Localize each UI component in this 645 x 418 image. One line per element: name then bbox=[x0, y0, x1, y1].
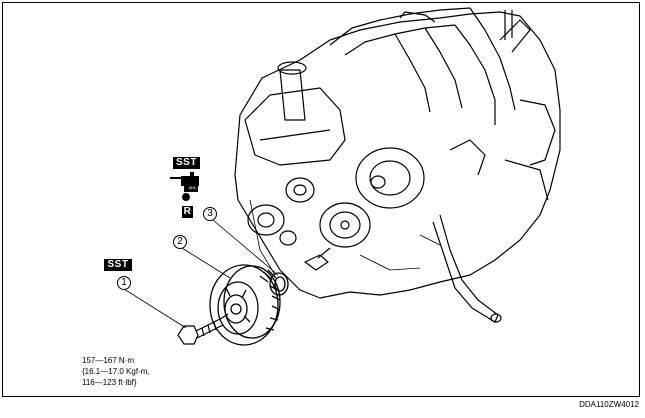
sprocket-housing bbox=[355, 147, 425, 209]
figure-code: DDA110ZW4012 bbox=[579, 400, 639, 409]
sst-tool-icon bbox=[170, 172, 199, 201]
torque-line-1: 157—167 N·m bbox=[82, 356, 135, 365]
pulley-bolt bbox=[177, 325, 199, 345]
oil-label: OIL bbox=[188, 185, 198, 190]
torque-spec: 157—167 N·m {16.1—17.0 Kgf·m, 116—123 ft… bbox=[82, 355, 150, 388]
idler-pulley bbox=[247, 204, 285, 236]
crankshaft-nose bbox=[304, 254, 329, 271]
callout-1: 1 bbox=[117, 276, 131, 290]
oil-filler-cap bbox=[279, 69, 306, 121]
callout-2: 2 bbox=[173, 235, 187, 249]
r-badge: R bbox=[182, 206, 193, 218]
water-pump-pulley bbox=[319, 202, 371, 248]
figure-frame bbox=[2, 2, 640, 397]
front-oil-seal bbox=[269, 272, 289, 296]
callout-3: 3 bbox=[203, 207, 217, 221]
sst-badge-left: SST bbox=[104, 259, 132, 271]
torque-line-3: 116—123 ft·lbf} bbox=[82, 378, 137, 387]
engine-block-outline bbox=[234, 11, 561, 299]
torque-line-2: {16.1—17.0 Kgf·m, bbox=[82, 367, 150, 376]
sst-badge-top: SST bbox=[173, 157, 200, 169]
crankshaft-pulley bbox=[209, 264, 279, 346]
